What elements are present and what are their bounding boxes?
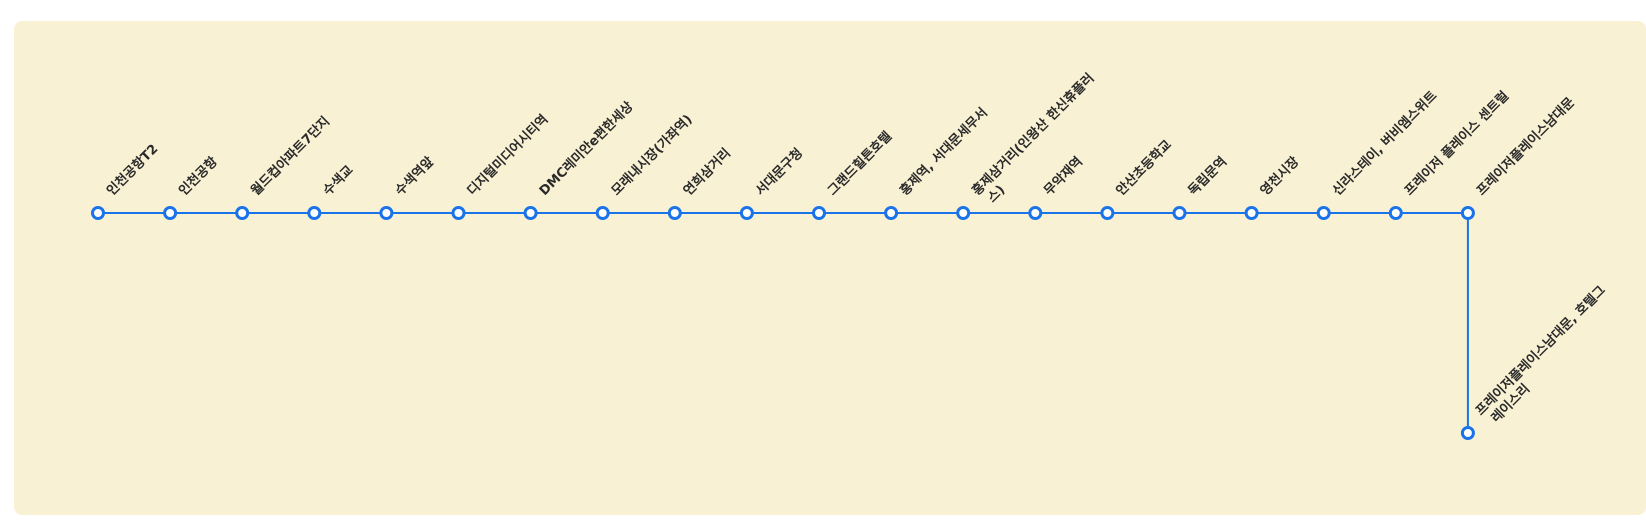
- stop-label-4: 수색교: [321, 163, 357, 199]
- stop-marker-1[interactable]: [91, 206, 105, 220]
- stop-marker-7[interactable]: [523, 206, 538, 220]
- stop-label-10-line-0: 서대문구청: [752, 145, 806, 199]
- stop-label-5: 수색역앞: [392, 154, 437, 199]
- route-map-panel: [14, 21, 1646, 515]
- stop-label-13: 홍제삼거리(인왕산 한신휴플러스): [969, 70, 1109, 210]
- stop-marker-9[interactable]: [667, 206, 682, 220]
- stop-marker-19[interactable]: [1388, 206, 1403, 220]
- stop-label-11-line-0: 그랜드힐튼호텔: [825, 128, 896, 199]
- stop-label-branch-line-0: 프레이저플레이스남대문, 호텔그: [1472, 282, 1608, 418]
- stop-label-16-line-0: 독립문역: [1185, 154, 1230, 199]
- stop-label-17-line-0: 영천시장: [1257, 154, 1302, 199]
- stop-marker-20[interactable]: [1460, 206, 1475, 220]
- stop-label-14-line-0: 무악재역: [1041, 154, 1086, 199]
- stop-label-9-line-0: 연희삼거리: [680, 145, 734, 199]
- stop-marker-2[interactable]: [163, 206, 178, 220]
- stop-marker-11[interactable]: [812, 206, 826, 220]
- stop-label-14: 무악재역: [1041, 154, 1086, 199]
- stop-label-13-line-0: 홍제삼거리(인왕산 한신휴플러: [969, 70, 1098, 199]
- stop-label-9: 연희삼거리: [680, 145, 734, 199]
- stop-label-4-line-0: 수색교: [321, 163, 357, 199]
- stop-marker-6[interactable]: [451, 206, 466, 220]
- stop-label-branch: 프레이저플레이스남대문, 호텔그레이스리: [1472, 282, 1620, 430]
- stop-marker-13[interactable]: [956, 206, 971, 220]
- stop-label-2: 인천공항: [176, 154, 221, 199]
- stop-marker-16[interactable]: [1172, 206, 1187, 220]
- stop-label-1-line-0: 인천공항T2: [104, 141, 162, 199]
- stop-label-15-line-0: 안산초등학교: [1113, 137, 1175, 199]
- stop-marker-5[interactable]: [379, 206, 394, 220]
- stop-label-10: 서대문구청: [752, 145, 806, 199]
- stop-label-17: 영천시장: [1257, 154, 1302, 199]
- stop-marker-17[interactable]: [1244, 206, 1259, 220]
- stop-marker-18[interactable]: [1316, 206, 1331, 220]
- stop-marker-8[interactable]: [595, 206, 610, 220]
- stop-marker-12[interactable]: [884, 206, 899, 220]
- stop-marker-branch[interactable]: [1460, 426, 1475, 440]
- stop-label-3: 월드컵아파트7단지: [248, 113, 333, 198]
- stop-marker-14[interactable]: [1028, 206, 1043, 220]
- stop-marker-15[interactable]: [1100, 206, 1115, 220]
- stop-label-11: 그랜드힐튼호텔: [825, 128, 896, 199]
- stop-label-2-line-0: 인천공항: [176, 154, 221, 199]
- stop-marker-10[interactable]: [739, 206, 754, 220]
- stop-label-15: 안산초등학교: [1113, 137, 1175, 199]
- stop-label-1: 인천공항T2: [104, 141, 162, 199]
- stop-marker-3[interactable]: [235, 206, 250, 220]
- stop-label-3-line-0: 월드컵아파트7단지: [248, 113, 333, 198]
- stop-label-5-line-0: 수색역앞: [392, 154, 437, 199]
- stop-label-16: 독립문역: [1185, 154, 1230, 199]
- stop-marker-4[interactable]: [307, 206, 322, 220]
